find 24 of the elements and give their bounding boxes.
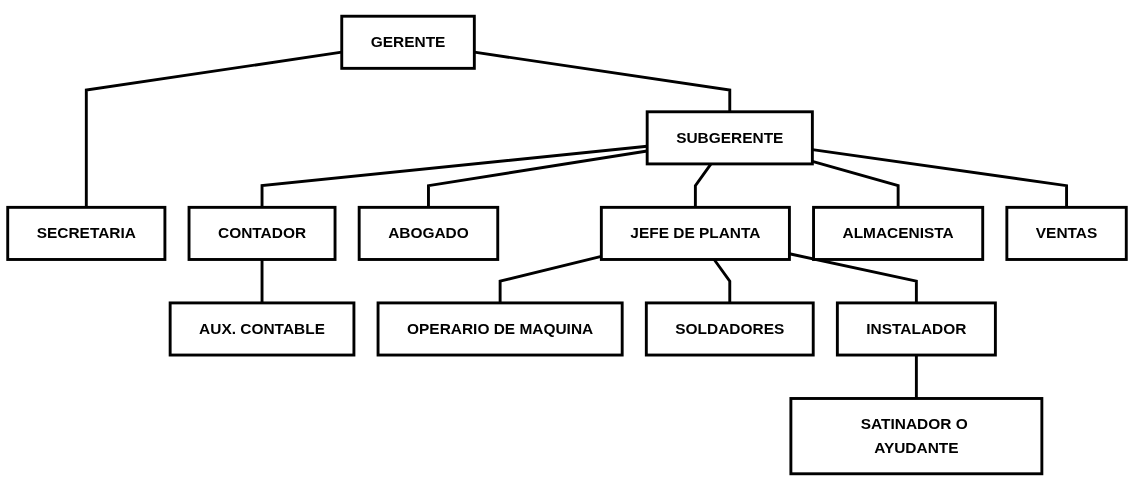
connector (498, 255, 602, 303)
connector (812, 148, 1068, 208)
connector (474, 50, 732, 112)
node-box: CONTADOR (187, 205, 337, 261)
node-box: INSTALADOR (835, 301, 997, 357)
connector (789, 252, 918, 303)
node-box: SECRETARIA (6, 205, 167, 261)
connector (260, 259, 264, 303)
node-box: JEFE DE PLANTA (599, 205, 791, 261)
node-box: ALMACENISTA (812, 205, 985, 261)
connector (84, 50, 342, 208)
node-box: SUBGERENTE (645, 110, 814, 166)
node-box: ABOGADO (357, 205, 500, 261)
connector (260, 144, 648, 208)
node-box: GERENTE (340, 14, 476, 70)
node-box: SOLDADORES (644, 301, 815, 357)
connector (693, 163, 713, 208)
connector (427, 149, 648, 208)
node-box: OPERARIO DE MAQUINA (376, 301, 624, 357)
node-box: VENTAS (1005, 205, 1128, 261)
connector (811, 159, 900, 208)
node-box: AUX. CONTABLE (168, 301, 356, 357)
connector (914, 355, 918, 399)
node-box: SATINADOR O AYUDANTE (789, 397, 1044, 476)
